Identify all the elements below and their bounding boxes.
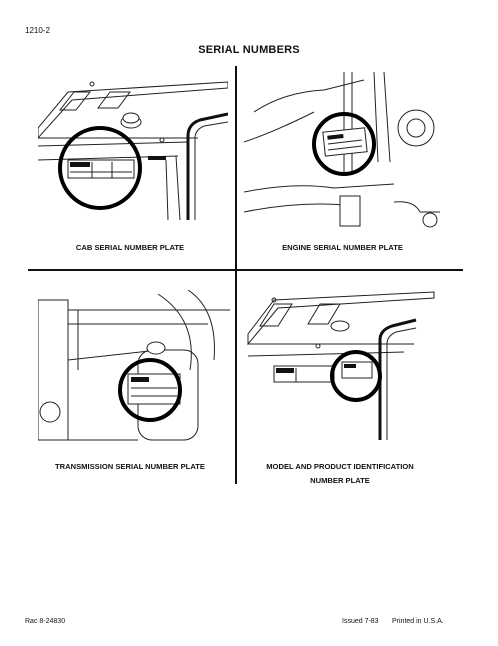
page-title: SERIAL NUMBERS xyxy=(198,44,300,56)
engine-plate-illustration xyxy=(244,72,440,228)
cab-plate-illustration xyxy=(38,81,228,221)
footer-reference: Rac 8-24830 xyxy=(25,618,66,625)
transmission-plate-caption: TRANSMISSION SERIAL NUMBER PLATE xyxy=(55,462,205,471)
model-plate-caption-line1: MODEL AND PRODUCT IDENTIFICATION xyxy=(266,462,414,471)
page-number: 1210-2 xyxy=(25,26,50,35)
model-plate-caption-line2: NUMBER PLATE xyxy=(310,476,370,485)
horizontal-divider xyxy=(28,269,463,271)
model-plate-illustration xyxy=(247,291,435,440)
vertical-divider xyxy=(235,66,237,484)
transmission-plate-illustration xyxy=(38,290,230,441)
footer-issued: Issued 7-83 xyxy=(342,618,379,625)
engine-plate-caption: ENGINE SERIAL NUMBER PLATE xyxy=(282,243,403,252)
cab-plate-caption: CAB SERIAL NUMBER PLATE xyxy=(75,243,185,252)
footer-printed: Printed in U.S.A. xyxy=(392,618,444,625)
